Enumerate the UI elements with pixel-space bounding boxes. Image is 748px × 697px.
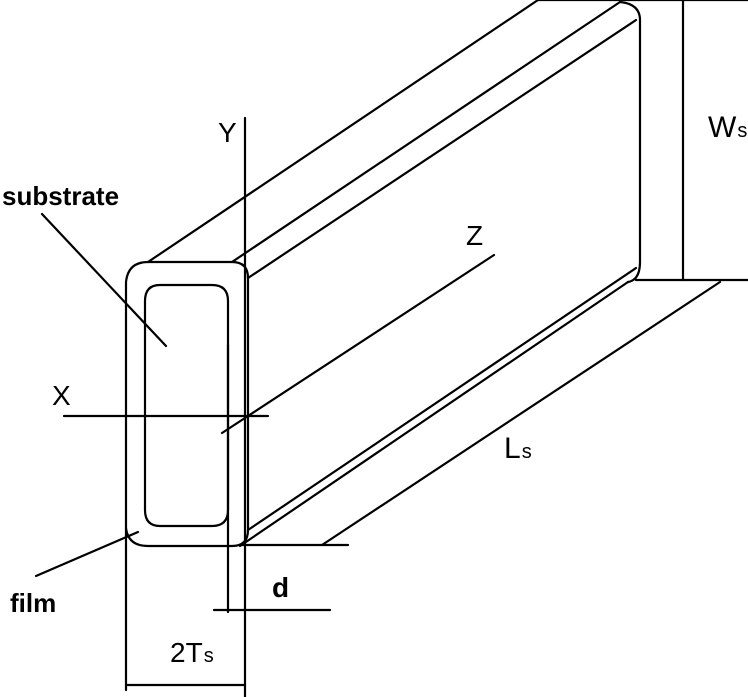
bottom-edge: [238, 280, 630, 548]
thickness-label: 2Ts: [170, 637, 214, 668]
side-edge: [246, 266, 638, 532]
top-inner-edge: [230, 0, 622, 264]
x-axis-label: X: [52, 380, 71, 411]
film-leader: [34, 530, 140, 578]
substrate-label: substrate: [2, 181, 119, 211]
film-thickness-label: d: [272, 572, 289, 603]
substrate-leader: [40, 212, 168, 348]
back-top-corner: [618, 0, 642, 284]
y-axis-label: Y: [218, 117, 237, 148]
top-left-edge: [146, 0, 540, 264]
width-label: Ws: [708, 111, 747, 144]
z-axis-label: Z: [466, 220, 483, 251]
top-front-edge: [246, 18, 638, 280]
length-dim-line: [320, 280, 722, 547]
film-outer-face: [124, 260, 250, 548]
length-label: Ls: [504, 432, 532, 465]
z-axis-line: [220, 253, 496, 435]
substrate-front-face: [143, 283, 230, 528]
film-label: film: [10, 588, 56, 618]
